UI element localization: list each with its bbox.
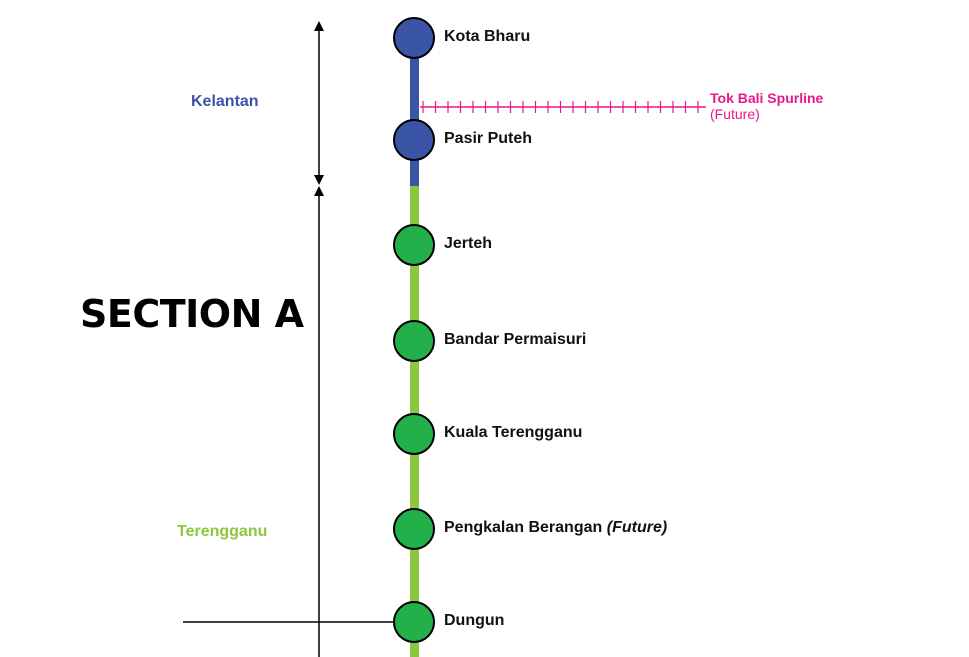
station-label: Kota Bharu <box>444 28 530 46</box>
tok-bali-spurline <box>420 101 706 113</box>
station-label: Pasir Puteh <box>444 130 532 148</box>
station-label: Kuala Terengganu <box>444 424 582 442</box>
station-label: Jerteh <box>444 235 492 253</box>
station-marker <box>393 119 435 161</box>
station-marker <box>393 413 435 455</box>
station-name: Kota Bharu <box>444 28 531 45</box>
region-label-kelantan: Kelantan <box>191 93 259 110</box>
station-label: Bandar Permaisuri <box>444 331 586 349</box>
station-marker <box>393 224 435 266</box>
station-name: Dungun <box>444 612 505 629</box>
spurline-label: Tok Bali Spurline (Future) <box>710 90 823 122</box>
spurline-status: (Future) <box>710 106 760 122</box>
kelantan-line <box>410 38 419 186</box>
station-marker <box>393 508 435 550</box>
station-note: (Future) <box>606 519 668 536</box>
station-name: Pengkalan Berangan <box>444 519 603 536</box>
station-name: Jerteh <box>444 235 493 252</box>
station-marker <box>393 601 435 643</box>
station-label: Pengkalan Berangan (Future) <box>444 519 667 537</box>
section-title: SECTION A <box>80 292 304 336</box>
station-name: Pasir Puteh <box>444 130 533 147</box>
station-marker <box>393 17 435 59</box>
station-name: Kuala Terengganu <box>444 424 583 441</box>
station-name: Bandar Permaisuri <box>444 331 587 348</box>
station-marker <box>393 320 435 362</box>
spurline-name: Tok Bali Spurline <box>710 90 824 106</box>
region-label-terengganu: Terengganu <box>177 523 268 540</box>
station-label: Dungun <box>444 612 504 630</box>
